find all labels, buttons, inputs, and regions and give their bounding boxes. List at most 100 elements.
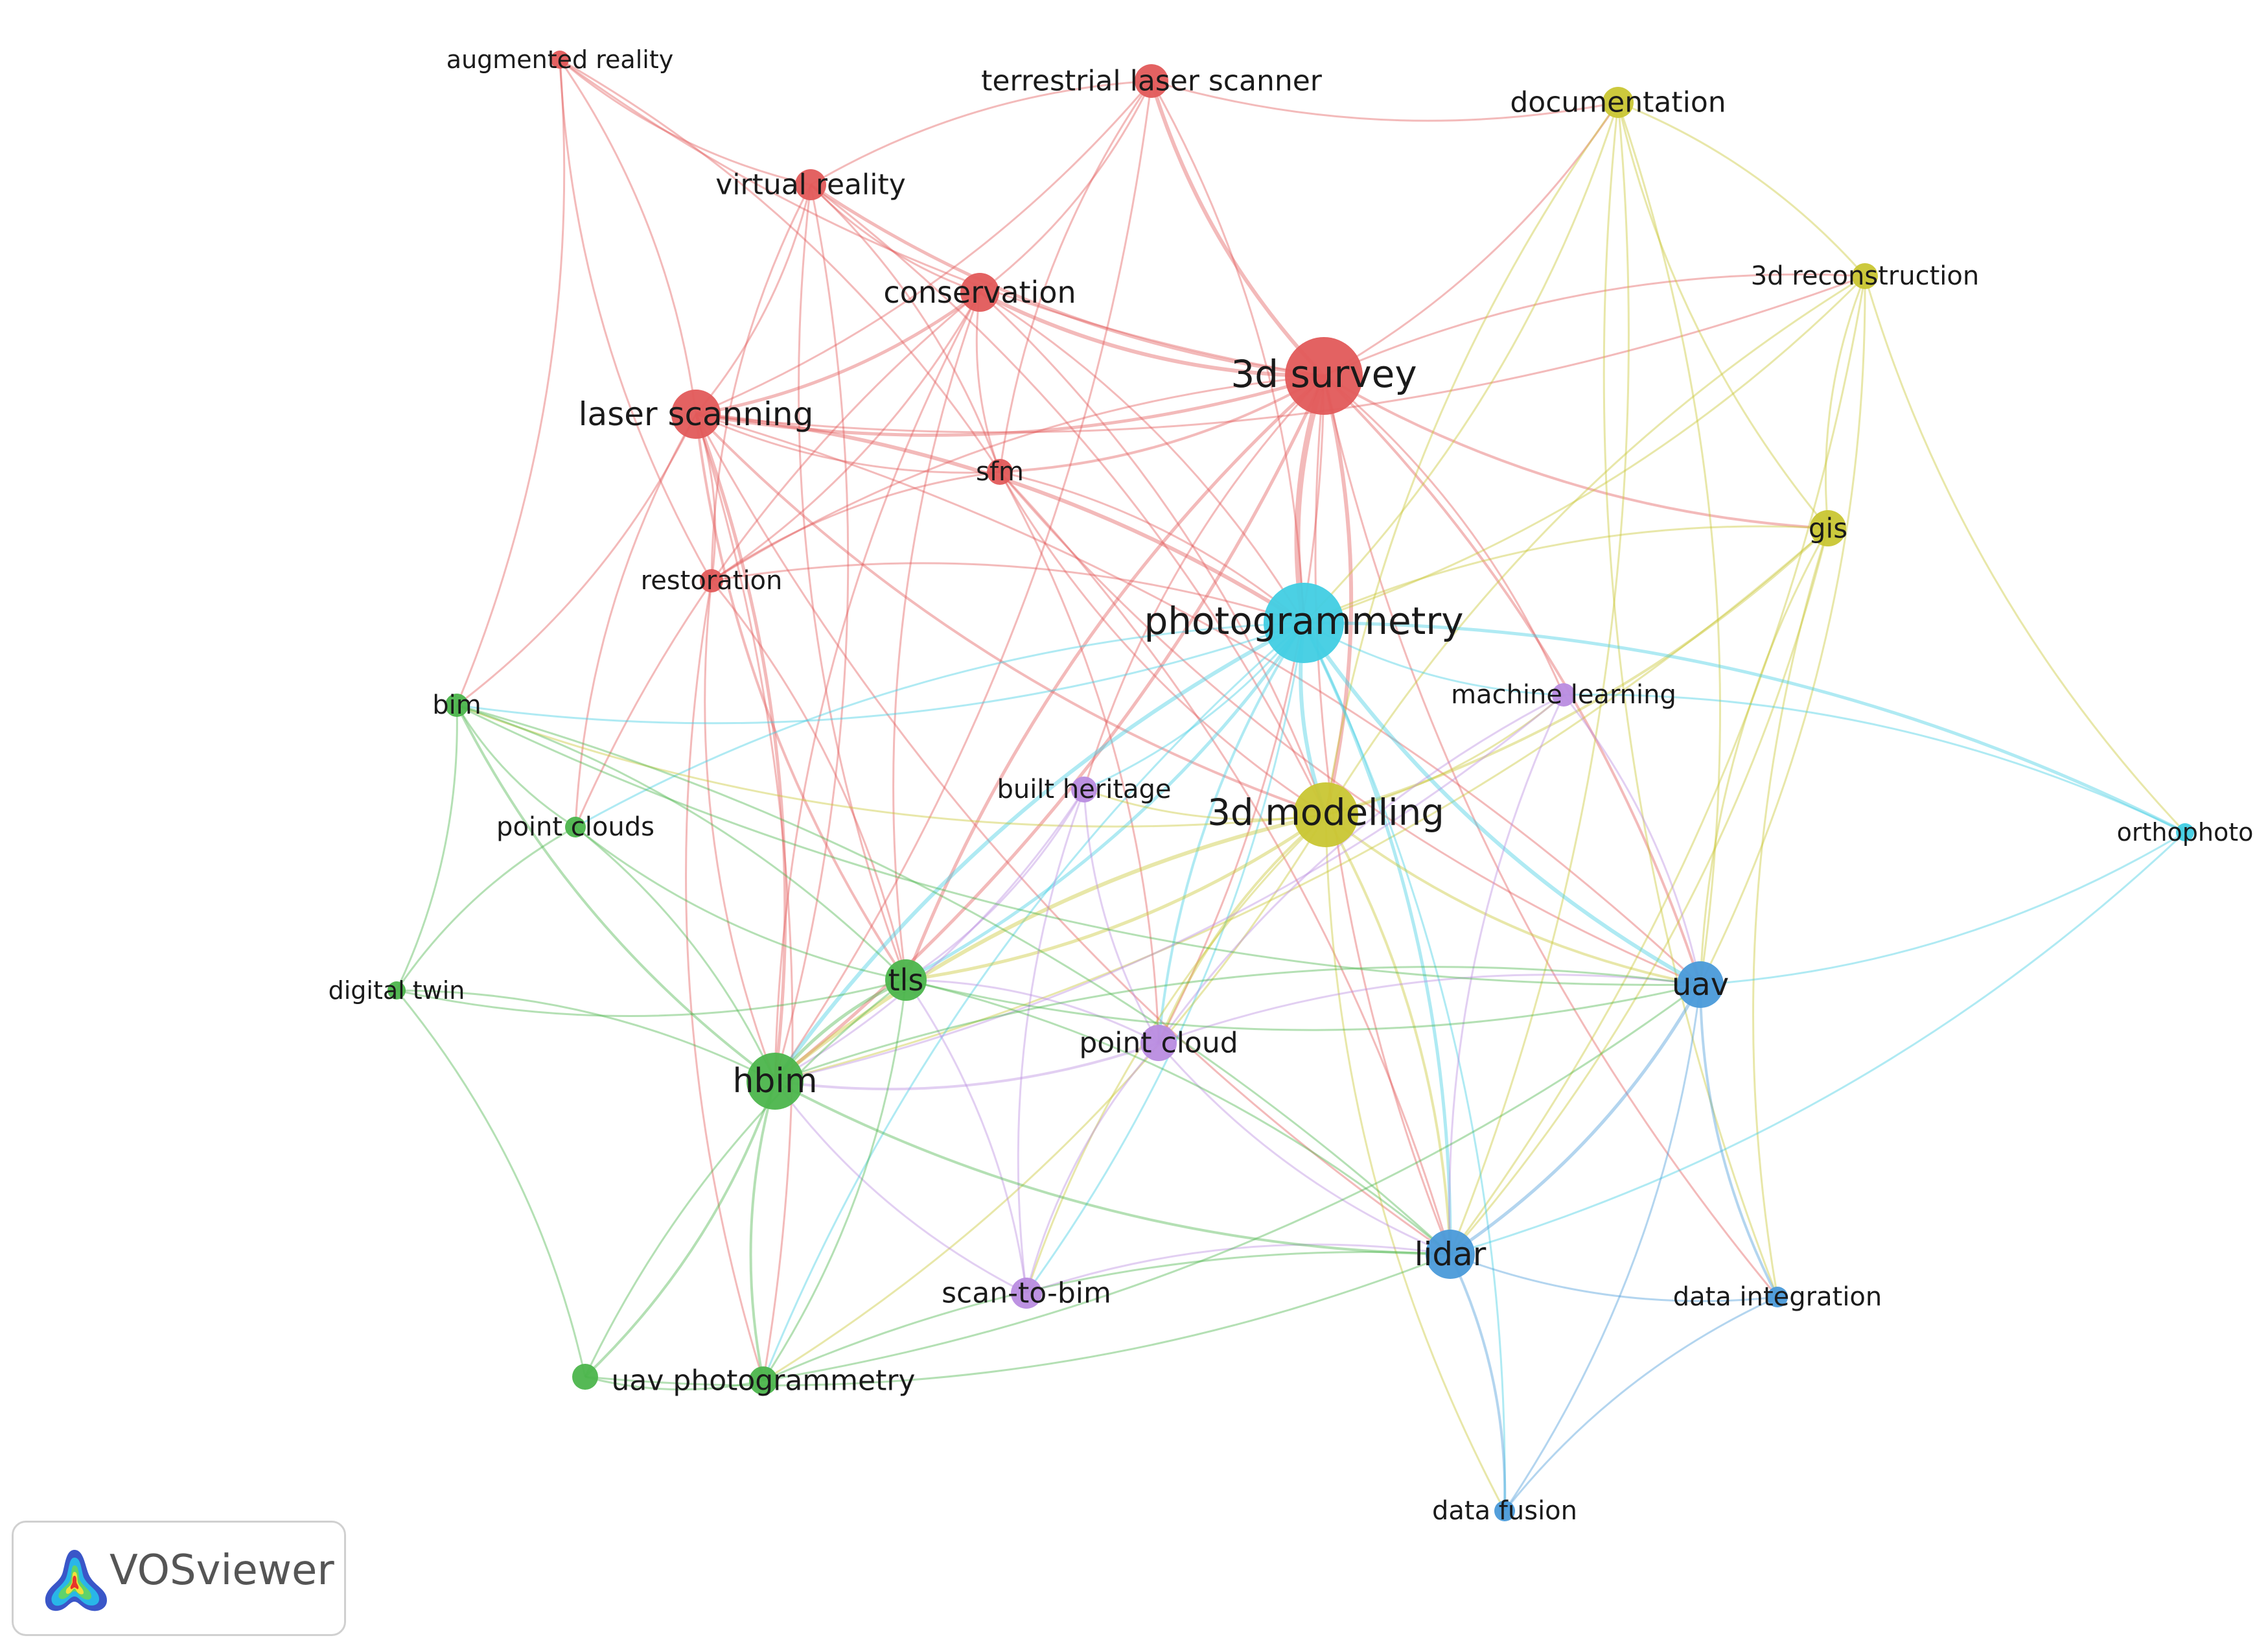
link-digital-twin-hbim	[396, 989, 776, 1082]
link-point-cloud-hbim	[774, 1042, 1159, 1091]
link-bim-tls	[456, 704, 907, 981]
label-digital-twin: digital twin	[329, 976, 465, 1005]
link-data-integration-data-fusion	[1503, 1296, 1778, 1512]
link-laser-scanning-3d-modelling	[695, 413, 1326, 816]
node-point-cloud[interactable]	[1140, 1025, 1177, 1061]
label-photogrammetry: photogrammetry	[1144, 599, 1463, 643]
node-orthophoto[interactable]	[2176, 823, 2194, 841]
node-terrestrial-laser-scanner[interactable]	[1135, 64, 1168, 98]
node-sfm[interactable]	[987, 459, 1013, 485]
node-digital-twin[interactable]	[388, 981, 406, 1000]
link-laser-scanning-tls	[695, 414, 907, 981]
link-virtual-reality-restoration	[710, 184, 812, 581]
node-3d-modelling[interactable]	[1293, 782, 1358, 847]
link-digital-twin-green-unlabeled	[395, 990, 586, 1377]
node-data-fusion[interactable]	[1494, 1501, 1515, 1521]
link-uav-photogrammetry-uav	[763, 983, 1701, 1382]
node-uav[interactable]	[1677, 961, 1724, 1008]
link-gis-3d-modelling	[1325, 527, 1829, 816]
node-lidar[interactable]	[1426, 1230, 1475, 1279]
link-laser-scanning-uav-photogrammetry	[695, 414, 794, 1381]
label-documentation: documentation	[1510, 86, 1726, 119]
link-3d-reconstruction-orthophoto	[1864, 275, 2186, 834]
link-conservation-sfm	[975, 292, 1001, 473]
link-machine-learning-hbim	[774, 694, 1564, 1082]
link-3d-survey-point-cloud	[1157, 375, 1325, 1044]
node-conservation[interactable]	[960, 273, 999, 312]
link-uav-data-integration	[1699, 984, 1779, 1298]
node-built-heritage[interactable]	[1071, 777, 1097, 802]
link-documentation-gis	[1617, 102, 1829, 529]
link-gis-lidar	[1449, 528, 1829, 1255]
link-virtual-reality-conservation	[809, 183, 980, 294]
link-3d-survey-sfm	[999, 375, 1325, 473]
link-conservation-point-clouds	[574, 291, 980, 828]
node-hbim[interactable]	[746, 1053, 804, 1110]
link-3d-modelling-hbim	[774, 813, 1326, 1083]
node-3d-survey[interactable]	[1285, 337, 1363, 415]
link-3d-modelling-built-heritage	[1083, 788, 1326, 821]
label-restoration: restoration	[641, 566, 783, 596]
link-uav-data-fusion	[1503, 984, 1702, 1512]
link-laser-scanning-point-clouds	[574, 414, 697, 828]
node-augmented-reality[interactable]	[551, 51, 569, 69]
node-restoration[interactable]	[700, 569, 723, 592]
link-photogrammetry-lidar	[1302, 622, 1452, 1255]
link-point-cloud-tls	[905, 979, 1159, 1044]
node-virtual-reality[interactable]	[795, 169, 826, 200]
link-3d-modelling-machine-learning	[1325, 694, 1564, 816]
link-3d-survey-3d-reconstruction	[1323, 273, 1866, 377]
link-bim-lidar	[456, 704, 1452, 1256]
link-augmented-reality-restoration	[559, 59, 713, 581]
node-point-clouds[interactable]	[565, 817, 586, 837]
node-photogrammetry[interactable]	[1264, 583, 1344, 663]
link-restoration-uav-photogrammetry	[685, 580, 765, 1381]
link-sfm-lidar	[999, 471, 1452, 1255]
vosviewer-logo-icon	[45, 1550, 107, 1611]
link-photogrammetry-hbim	[773, 621, 1305, 1082]
node-data-integration[interactable]	[1767, 1287, 1788, 1307]
node-gis[interactable]	[1810, 510, 1846, 546]
link-laser-scanning-uav	[695, 413, 1702, 986]
link-machine-learning-lidar	[1448, 694, 1565, 1255]
link-photogrammetry-tls	[905, 622, 1306, 982]
link-3d-reconstruction-gis	[1824, 275, 1866, 529]
label-machine-learning: machine learning	[1451, 680, 1676, 710]
node-uav-photogrammetry[interactable]	[749, 1366, 778, 1395]
link-conservation-3d-survey	[978, 290, 1325, 378]
link-3d-survey-tls	[904, 375, 1325, 981]
link-lidar-data-integration	[1450, 1253, 1778, 1302]
link-sfm-restoration	[711, 471, 1001, 582]
link-hbim-uav-photogrammetry	[749, 1081, 776, 1381]
label-data-integration: data integration	[1673, 1282, 1882, 1312]
node-3d-reconstruction[interactable]	[1852, 263, 1878, 289]
node-laser-scanning[interactable]	[671, 390, 721, 439]
link-conservation-laser-scanning	[695, 290, 981, 416]
node-tls[interactable]	[885, 959, 927, 1001]
link-point-cloud-lidar	[1157, 1042, 1451, 1256]
link-orthophoto-machine-learning	[1563, 694, 2186, 834]
label-3d-modelling: 3d modelling	[1207, 792, 1444, 834]
link-3d-survey-machine-learning	[1323, 375, 1565, 696]
link-bim-hbim	[456, 705, 776, 1082]
node-scan-to-bim[interactable]	[1011, 1278, 1042, 1309]
link-3d-modelling-uav-photogrammetry	[763, 814, 1327, 1382]
node-bim[interactable]	[445, 694, 469, 717]
link-laser-scanning-3d-reconstruction	[695, 275, 1866, 434]
link-3d-modelling-data-fusion	[1325, 814, 1506, 1512]
link-sfm-uav	[999, 471, 1701, 986]
link-3d-reconstruction-uav	[1699, 275, 1866, 985]
node-machine-learning[interactable]	[1552, 683, 1575, 707]
label-hbim: hbim	[732, 1062, 817, 1101]
link-photogrammetry-uav-photogrammetry	[762, 622, 1304, 1381]
link-augmented-reality-bim	[456, 59, 566, 706]
link-terrestrial-laser-scanner-sfm	[999, 80, 1153, 473]
link-3d-reconstruction-photogrammetry	[1303, 275, 1866, 624]
link-virtual-reality-hbim	[774, 184, 850, 1082]
link-point-clouds-tls	[575, 826, 907, 981]
node-green-unlabeled[interactable]	[572, 1364, 598, 1390]
label-orthophoto: orthophoto	[2117, 818, 2254, 847]
node-documentation[interactable]	[1603, 87, 1634, 118]
label-laser-scanning: laser scanning	[579, 395, 814, 433]
link-documentation-lidar	[1449, 102, 1630, 1255]
